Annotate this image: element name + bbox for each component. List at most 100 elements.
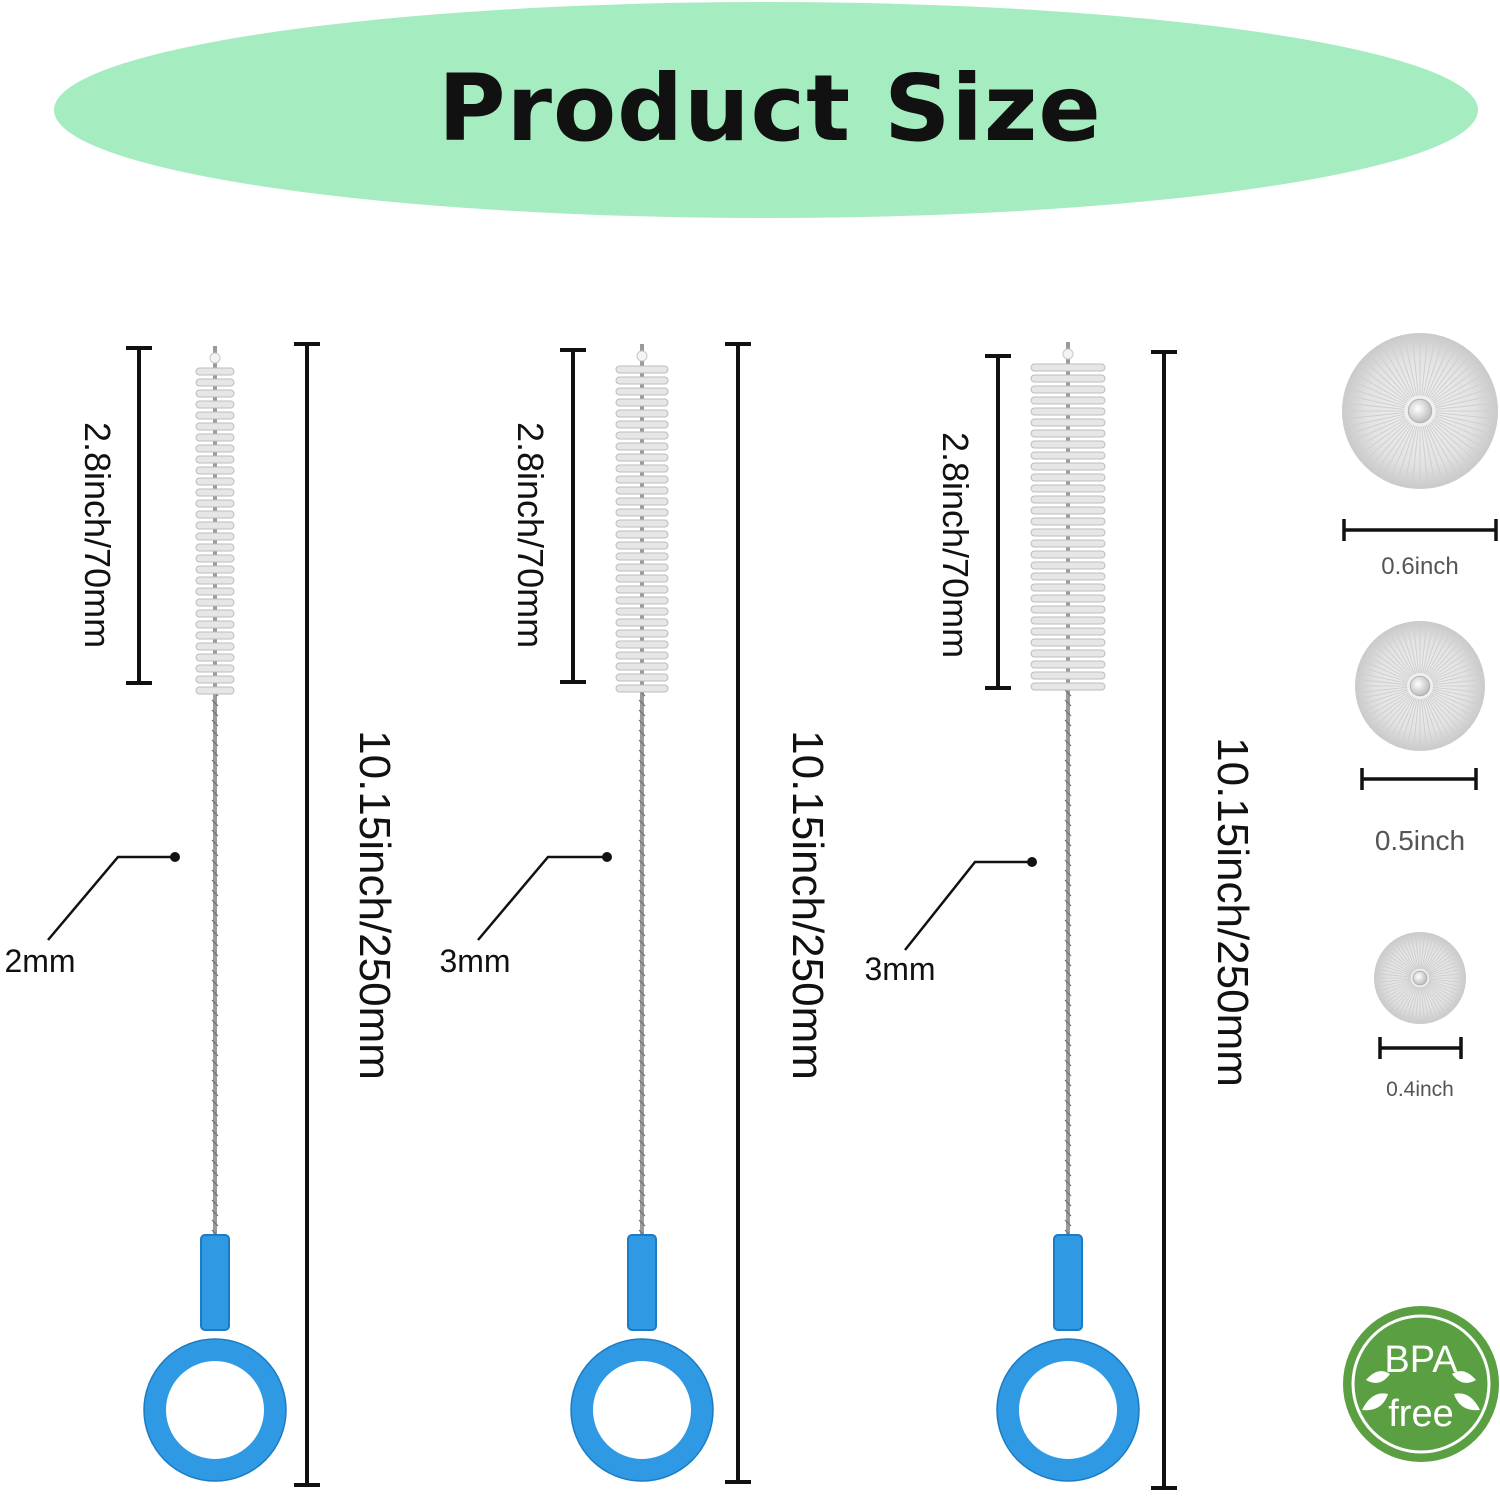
wire-twist — [211, 1089, 219, 1097]
wire-twist — [1064, 849, 1072, 857]
wire-twist — [638, 729, 646, 737]
wire-twist — [638, 949, 646, 957]
wire-twist — [638, 919, 646, 927]
wire-twist — [1064, 979, 1072, 987]
brush-length-label: 2.8inch/70mm — [77, 422, 118, 648]
wire-twist — [1064, 1079, 1072, 1087]
wire-diameter-label: 3mm — [439, 943, 510, 979]
wire-twist — [211, 1179, 219, 1187]
wire-twist — [211, 1199, 219, 1207]
wire-twist — [1064, 1109, 1072, 1117]
wire-twist — [1064, 1009, 1072, 1017]
badge-line-1: BPA — [1384, 1339, 1458, 1381]
head-diameter-label: 0.5inch — [1375, 825, 1465, 856]
wire-twist — [638, 929, 646, 937]
wire-twist — [1064, 689, 1072, 697]
wire-twist — [638, 1099, 646, 1107]
wire-twist — [1064, 779, 1072, 787]
wire-twist — [638, 969, 646, 977]
loop-handle[interactable] — [570, 1234, 714, 1482]
wire-twist — [1064, 1139, 1072, 1147]
wire-twist — [638, 699, 646, 707]
wire-twist — [211, 699, 219, 707]
wire-twist — [638, 1009, 646, 1017]
wire-diameter-callout — [477, 852, 612, 941]
wire-twist — [1064, 929, 1072, 937]
wire-twist — [211, 799, 219, 807]
brush-tip — [209, 352, 221, 364]
bpa-free-badge: BPA free — [1343, 1306, 1499, 1462]
leaf-icon — [1452, 1371, 1480, 1411]
wire-twist — [1064, 1169, 1072, 1177]
wire-twist — [1064, 1149, 1072, 1157]
wire-twist — [638, 939, 646, 947]
wire-twist — [1064, 889, 1072, 897]
wire-twist — [638, 1139, 646, 1147]
wire-twist — [211, 709, 219, 717]
bristle-head — [195, 367, 235, 695]
wire-twist — [211, 1149, 219, 1157]
wire-twist — [211, 959, 219, 967]
wire-twist — [638, 1079, 646, 1087]
total-length-label: 10.15inch/250mm — [783, 730, 832, 1080]
wire-twist — [211, 929, 219, 937]
wire-twist — [1064, 1199, 1072, 1207]
wire-twist — [1064, 719, 1072, 727]
wire-twist — [1064, 809, 1072, 817]
wire-twist — [638, 1129, 646, 1137]
wire-diameter-label: 2mm — [4, 943, 75, 979]
wire-twist — [211, 1049, 219, 1057]
wire-twist — [1064, 699, 1072, 707]
wire-diameter-callout — [904, 857, 1037, 951]
wire-twist — [211, 949, 219, 957]
wire-twist — [1064, 839, 1072, 847]
wire-twist — [1064, 829, 1072, 837]
wire-twist — [638, 739, 646, 747]
brush-2mm: 2.8inch/70mm 10.15inch/250mm 2mm — [4, 342, 399, 1487]
wire-twist — [1064, 999, 1072, 1007]
wire-twist — [1064, 1189, 1072, 1197]
wire-twist — [1064, 1029, 1072, 1037]
wire-twist — [1064, 859, 1072, 867]
wire-twist — [211, 1169, 219, 1177]
brush-tip — [1062, 348, 1074, 360]
wire-twist — [211, 1139, 219, 1147]
wire-twist — [638, 869, 646, 877]
wire-twist — [1064, 939, 1072, 947]
wire-twist — [211, 989, 219, 997]
wire-twist — [211, 749, 219, 757]
page-title: Product Size — [438, 55, 1102, 162]
wire-diameter-label: 3mm — [864, 951, 935, 987]
wire-twist — [638, 1039, 646, 1047]
wire-twist — [1064, 819, 1072, 827]
wire-twist — [211, 1099, 219, 1107]
loop-handle[interactable] — [143, 1234, 287, 1482]
brush-head-diameter-2: 0.5inch — [1355, 621, 1485, 856]
wire-twist — [638, 859, 646, 867]
wire-twist — [638, 1029, 646, 1037]
total-length-label: 10.15inch/250mm — [350, 730, 399, 1080]
wire-twist — [1064, 1129, 1072, 1137]
wire-twist — [638, 1219, 646, 1227]
wire-twist — [1064, 1049, 1072, 1057]
wire-twist — [638, 899, 646, 907]
wire-twist — [638, 1049, 646, 1057]
wire-twist — [211, 789, 219, 797]
wire-twist — [638, 849, 646, 857]
wire-twist — [638, 749, 646, 757]
title-banner — [54, 2, 1478, 218]
wire-twist — [1064, 959, 1072, 967]
wire-twist — [211, 999, 219, 1007]
wire-twist — [211, 779, 219, 787]
head-diameter-label: 0.4inch — [1386, 1078, 1454, 1101]
wire-twist — [211, 1159, 219, 1167]
loop-handle[interactable] — [996, 1234, 1140, 1482]
wire-twist — [1064, 1159, 1072, 1167]
wire-twist — [1064, 799, 1072, 807]
wire-twist — [638, 1019, 646, 1027]
leaf-icon — [1362, 1371, 1390, 1411]
wire-twist — [211, 739, 219, 747]
wire-twist — [1064, 909, 1072, 917]
